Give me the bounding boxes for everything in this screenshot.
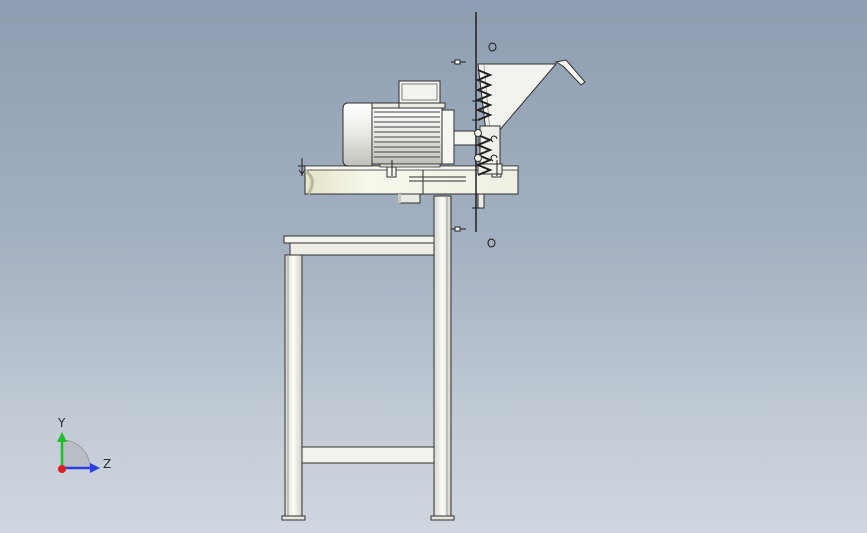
y-axis-arrow bbox=[57, 432, 67, 442]
z-axis-arrow bbox=[90, 463, 100, 473]
stand-frame bbox=[281, 195, 455, 521]
hopper-assembly bbox=[474, 12, 586, 232]
hardware-markers bbox=[298, 42, 498, 248]
coordinate-triad: Y Z bbox=[57, 416, 111, 473]
x-axis-origin bbox=[58, 465, 66, 473]
triad-plane-shading bbox=[61, 439, 91, 469]
base-plate bbox=[304, 165, 519, 204]
electric-motor bbox=[342, 80, 479, 168]
y-axis-label: Y bbox=[57, 416, 66, 430]
z-axis-label: Z bbox=[103, 457, 111, 471]
